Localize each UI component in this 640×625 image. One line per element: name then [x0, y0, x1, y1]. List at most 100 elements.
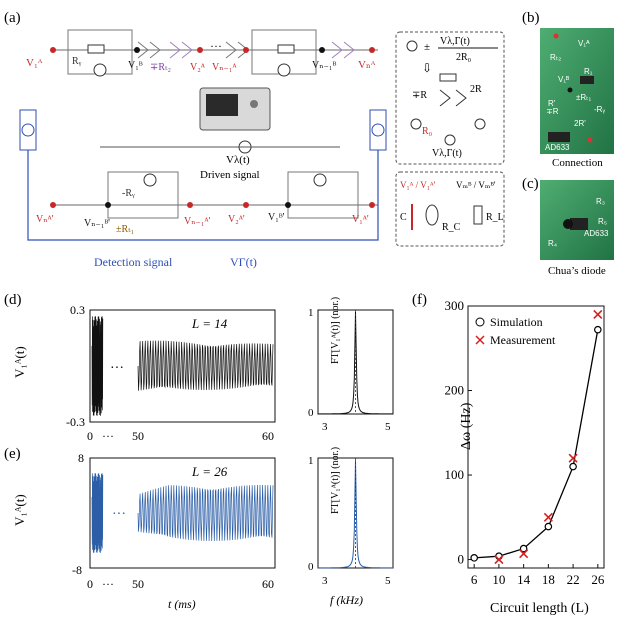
legend-marker-simulation — [475, 317, 485, 327]
detection-wire — [27, 150, 379, 241]
x-axis-label: t (ms) — [168, 597, 196, 611]
pcb-label: 2R' — [574, 119, 586, 128]
node-dot — [50, 47, 56, 53]
node-dot — [369, 202, 375, 208]
opamp-icon — [439, 89, 467, 107]
node-dot — [197, 47, 203, 53]
node-dot — [50, 202, 56, 208]
node-label: -Rᵧ — [122, 188, 135, 199]
node-dot — [285, 202, 291, 208]
node-label: V₂ᴬ — [190, 62, 206, 73]
panel-b: (b) Rₜ₂ V₁ᴬ R₁ V₁ᴮ ±Rₜ₁ -Rᵧ ∓R 2R' R' AD… — [522, 10, 614, 169]
inset-head-right: Vₘᴮ / Vₘᴮ' — [456, 180, 496, 190]
ac-source-icon — [143, 173, 157, 187]
x-tick-label: 22 — [567, 572, 580, 587]
source-label: Vλ(t) — [226, 154, 250, 166]
chip-icon — [580, 76, 594, 84]
x-tick-label: 6 — [471, 572, 478, 587]
panel-d: (d) V₁ᴬ(t) 0.3 -0.3 0 50 60 ··· ··· L = … — [4, 292, 394, 443]
knob-icon — [250, 100, 258, 108]
x-tick-label: 60 — [262, 577, 274, 591]
x-tick-label: 0 — [87, 429, 93, 443]
y-tick-label: 0.3 — [70, 303, 85, 317]
node-label: V₁ᴮ — [128, 60, 143, 71]
pcb-label: ±Rₜ₁ — [576, 93, 592, 102]
data-point-simulation — [519, 544, 528, 553]
panel-label-e: (e) — [4, 446, 21, 462]
legend-label-simulation: Simulation — [490, 315, 543, 329]
pcb-label: R₁ — [584, 67, 593, 76]
transient-trace — [91, 473, 104, 553]
chart-marks — [470, 309, 603, 565]
spectrum-trace — [318, 310, 393, 415]
node-label: Vₙ₋₁ᴬ' — [184, 216, 211, 227]
ellipsis: ··· — [210, 39, 222, 53]
node-label: ±Rₜ₁ — [116, 224, 134, 235]
component-icon — [563, 219, 573, 229]
steady-trace — [137, 484, 274, 542]
opamp-icon — [331, 41, 355, 59]
spectrum-x-label: f (kHz) — [330, 593, 363, 607]
pcb-label: ∓R — [546, 107, 559, 116]
data-point-measurement — [593, 309, 603, 320]
time-trace — [91, 316, 274, 416]
y-tick-label: 100 — [445, 467, 465, 482]
ellipsis: ··· — [112, 507, 126, 522]
data-point-simulation — [544, 522, 553, 531]
y-tick-label: 0 — [458, 552, 465, 567]
legend-marker-measurement — [475, 335, 485, 345]
y-axis-label: V₁ᴬ(t) — [12, 494, 27, 526]
ac-source-icon — [21, 123, 35, 137]
data-point-measurement — [543, 512, 553, 522]
time-trace — [91, 473, 274, 553]
spectrum-x-tick: 3 — [322, 575, 328, 587]
resistor-r-gamma — [87, 44, 105, 54]
inset-rl: R_L — [486, 212, 504, 223]
ac-source-icon — [406, 40, 418, 52]
x-tick-label: 60 — [262, 429, 274, 443]
data-point-simulation — [569, 462, 577, 471]
panel-label-f: (f) — [412, 292, 427, 308]
ellipsis: ··· — [102, 429, 114, 443]
spectrum-y-tick: 0 — [308, 407, 314, 419]
data-point-simulation — [470, 554, 478, 562]
multiplier-icon — [474, 118, 486, 130]
y-tick-label: -8 — [72, 563, 82, 577]
pcb-label: -Rᵧ — [594, 105, 605, 114]
panel-c: (c) R₃ R₅ R₄ AD633 Chua’s diode — [522, 176, 614, 277]
node-label: Vₙᴬ' — [36, 214, 54, 225]
spectrum-y-label: FT[V₁ᴬ(t)] (nor.) — [330, 447, 341, 514]
x-tick-label: 14 — [517, 572, 531, 587]
opamp-icon — [169, 41, 193, 59]
chua-diode-icon — [425, 204, 439, 226]
pcb-label: R' — [548, 99, 556, 108]
node-label: Rᵧ — [72, 56, 82, 67]
panel-label-d: (d) — [4, 292, 22, 308]
series-line-simulation — [474, 329, 599, 559]
inset-r0: R₀ — [422, 126, 433, 137]
data-point-measurement — [568, 453, 578, 463]
panel-e: (e) V₁ᴬ(t) 8 -8 0 50 60 ··· ··· t (ms) L… — [4, 446, 394, 611]
y-tick-label: -0.3 — [66, 415, 85, 429]
inset-pm: ± — [424, 41, 430, 53]
chart-axes — [467, 305, 605, 569]
panel-a: (a) V₁ᴬ Rᵧ V₁ᴮ ∓Rₜ₂ — [4, 10, 505, 269]
y-tick-label: 8 — [78, 451, 84, 465]
inset-source: Vλ,Γ(t) — [432, 148, 462, 159]
opamp-icon — [137, 41, 161, 59]
probe-dot — [587, 137, 593, 143]
node-label: V₁ᴬ' — [352, 214, 369, 225]
pcb-label: R₄ — [548, 239, 557, 248]
spectrum-trace — [318, 458, 393, 569]
time-trace-axes — [89, 457, 276, 569]
data-point-measurement — [494, 554, 504, 565]
spectrum-x-tick: 5 — [385, 575, 391, 587]
inset-c: C — [400, 212, 407, 223]
inset-r-left: ∓R — [412, 90, 427, 101]
pcb-label: V₁ᴬ — [578, 39, 590, 48]
node-dot — [243, 202, 249, 208]
node-label: Vₙᴬ — [358, 59, 376, 71]
node-label: Vₙ₋₁ᴮ — [312, 60, 336, 71]
transient-trace — [91, 316, 104, 416]
pcb-label: V₁ᴮ — [558, 75, 570, 84]
